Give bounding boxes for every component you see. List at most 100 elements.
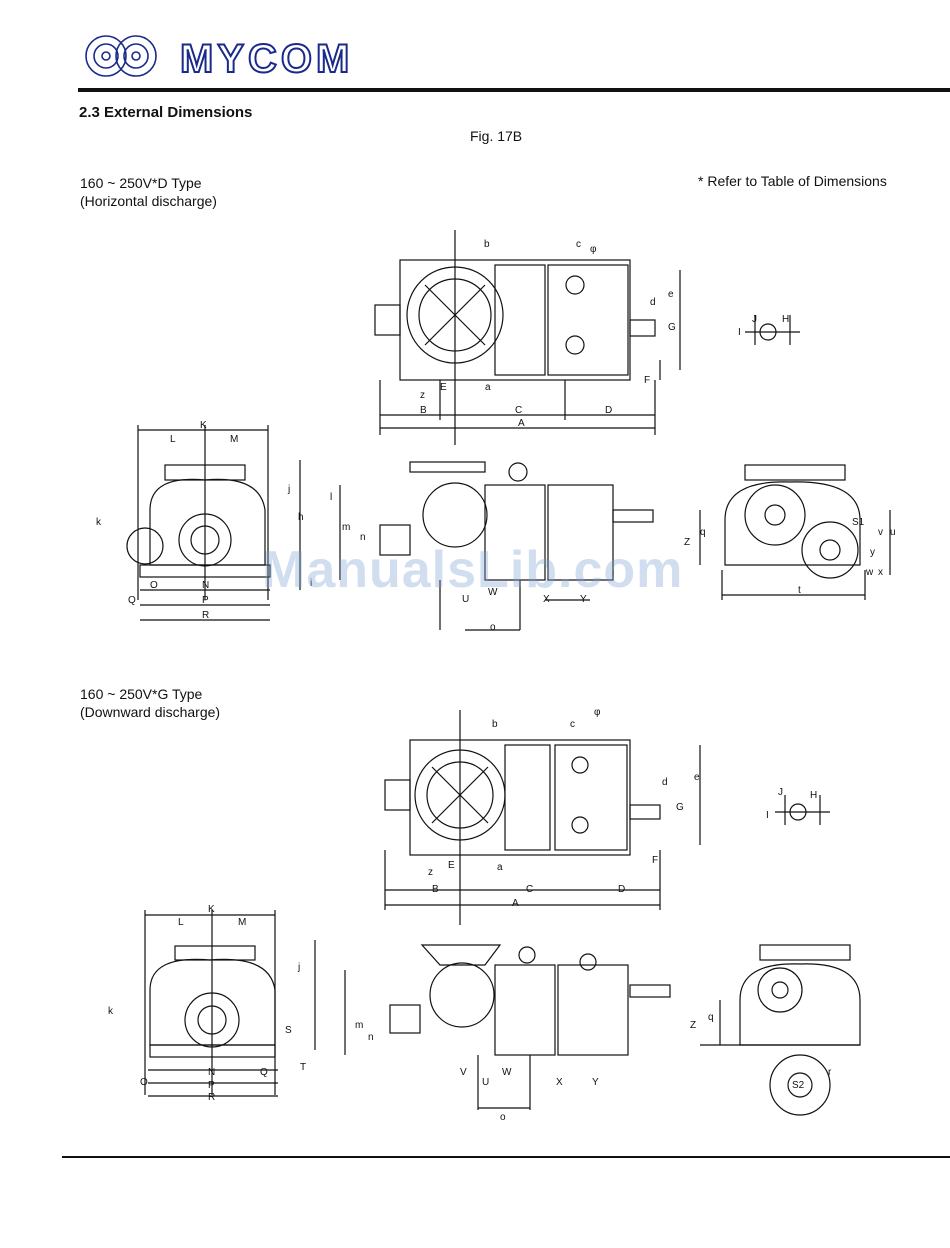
dim-label: J bbox=[752, 314, 757, 325]
dim-label: V bbox=[460, 1067, 467, 1078]
dim-label: G bbox=[668, 322, 676, 333]
key-detail bbox=[775, 795, 830, 825]
dim-label: y bbox=[870, 547, 875, 558]
dim-label: L bbox=[178, 917, 184, 928]
dim-label: o bbox=[500, 1112, 506, 1123]
dim-label: P bbox=[202, 595, 209, 606]
dim-label: E bbox=[440, 382, 447, 393]
dim-label: k bbox=[108, 1006, 114, 1017]
dim-label: X bbox=[543, 594, 550, 605]
dim-label: H bbox=[810, 790, 817, 801]
dim-label: F bbox=[652, 855, 658, 866]
side-view bbox=[339, 461, 654, 631]
type-title-horizontal: 160 ~ 250V*D Type (Horizontal discharge) bbox=[80, 174, 217, 210]
dim-label: N bbox=[202, 580, 209, 591]
type-title-downward: 160 ~ 250V*G Type (Downward discharge) bbox=[80, 685, 220, 721]
dim-label: h bbox=[298, 512, 304, 523]
end-view bbox=[699, 464, 891, 600]
dim-label: X bbox=[556, 1077, 563, 1088]
dim-label: e bbox=[694, 772, 700, 783]
type-discharge: (Horizontal discharge) bbox=[80, 193, 217, 209]
key-detail bbox=[745, 315, 800, 345]
dim-label: D bbox=[618, 884, 625, 895]
dim-label: b bbox=[492, 719, 498, 730]
section-title: 2.3 External Dimensions bbox=[79, 104, 253, 121]
dim-label: W bbox=[488, 587, 498, 598]
dim-label: n bbox=[360, 532, 366, 543]
dim-label: a bbox=[485, 382, 491, 393]
dim-label: B bbox=[420, 405, 427, 416]
dim-label: U bbox=[462, 594, 469, 605]
dim-label: M bbox=[230, 434, 238, 445]
dim-label: c bbox=[576, 239, 581, 250]
dim-label: z bbox=[420, 390, 425, 401]
brand-name: MYCOM bbox=[180, 37, 353, 81]
watermark: ManualsLib.com bbox=[262, 541, 684, 599]
dim-label: N bbox=[208, 1067, 215, 1078]
dim-label: C bbox=[526, 884, 533, 895]
footer-rule bbox=[62, 1156, 950, 1158]
dim-label: o bbox=[490, 622, 496, 633]
dim-label: I bbox=[766, 810, 769, 821]
top-plan-view bbox=[374, 230, 681, 445]
dim-label: S bbox=[285, 1025, 292, 1036]
dim-label: m bbox=[355, 1020, 363, 1031]
type-discharge: (Downward discharge) bbox=[80, 704, 221, 720]
dim-label: q bbox=[708, 1012, 714, 1023]
dim-label: S2 bbox=[792, 1080, 805, 1091]
dim-label: w bbox=[865, 567, 874, 578]
dim-label: D bbox=[605, 405, 612, 416]
type-name: 160 ~ 250V*G Type bbox=[80, 686, 203, 702]
dim-label: R bbox=[208, 1092, 215, 1103]
dim-label: L bbox=[170, 434, 176, 445]
dim-label: q bbox=[700, 527, 706, 538]
dim-label: c bbox=[570, 719, 575, 730]
dim-label: Q bbox=[260, 1067, 268, 1078]
dim-label: z bbox=[428, 867, 433, 878]
dim-label: M bbox=[238, 917, 246, 928]
dim-label: W bbox=[502, 1067, 512, 1078]
dim-label: r bbox=[828, 1067, 832, 1078]
dim-label: O bbox=[150, 580, 158, 591]
dim-label: Y bbox=[592, 1077, 599, 1088]
dim-label: b bbox=[484, 239, 490, 250]
dim-label: φ bbox=[590, 244, 597, 255]
header-rule bbox=[78, 88, 950, 92]
dim-label: I bbox=[738, 327, 741, 338]
dim-label: d bbox=[650, 297, 656, 308]
dim-label: j bbox=[287, 484, 290, 495]
dim-label: H bbox=[782, 314, 789, 325]
dim-label: B bbox=[432, 884, 439, 895]
dim-label: U bbox=[482, 1077, 489, 1088]
mycom-logo: MYCOM bbox=[85, 35, 353, 82]
type-name: 160 ~ 250V*D Type bbox=[80, 175, 202, 191]
dim-label: Y bbox=[580, 594, 587, 605]
dim-label: j bbox=[297, 962, 300, 973]
dim-label: G bbox=[676, 802, 684, 813]
dim-label: P bbox=[208, 1080, 215, 1091]
dim-label: F bbox=[644, 375, 650, 386]
end-view bbox=[700, 944, 861, 1116]
dim-label: A bbox=[512, 898, 519, 909]
dim-label: Z bbox=[684, 537, 690, 548]
dim-label: m bbox=[342, 522, 350, 533]
dim-label: u bbox=[890, 527, 896, 538]
dimension-drawing-horizontal: b c φ d e G F E a z B C D A J H I K L M … bbox=[96, 230, 896, 633]
figure-caption: Fig. 17B bbox=[470, 128, 523, 144]
dim-label: Z bbox=[690, 1020, 696, 1031]
dim-label: K bbox=[200, 420, 207, 431]
dim-label: Q bbox=[128, 595, 136, 606]
dim-label: a bbox=[497, 862, 503, 873]
side-view bbox=[344, 944, 671, 1110]
dim-label: d bbox=[662, 777, 668, 788]
dim-label: E bbox=[448, 860, 455, 871]
front-view bbox=[144, 910, 316, 1097]
dim-label: O bbox=[140, 1077, 148, 1088]
dim-label: C bbox=[515, 405, 522, 416]
top-plan-view bbox=[384, 710, 701, 925]
dim-label: k bbox=[96, 517, 102, 528]
dim-label: K bbox=[208, 904, 215, 915]
dim-label: S1 bbox=[852, 517, 865, 528]
dim-label: n bbox=[368, 1032, 374, 1043]
dim-label: v bbox=[878, 527, 883, 538]
